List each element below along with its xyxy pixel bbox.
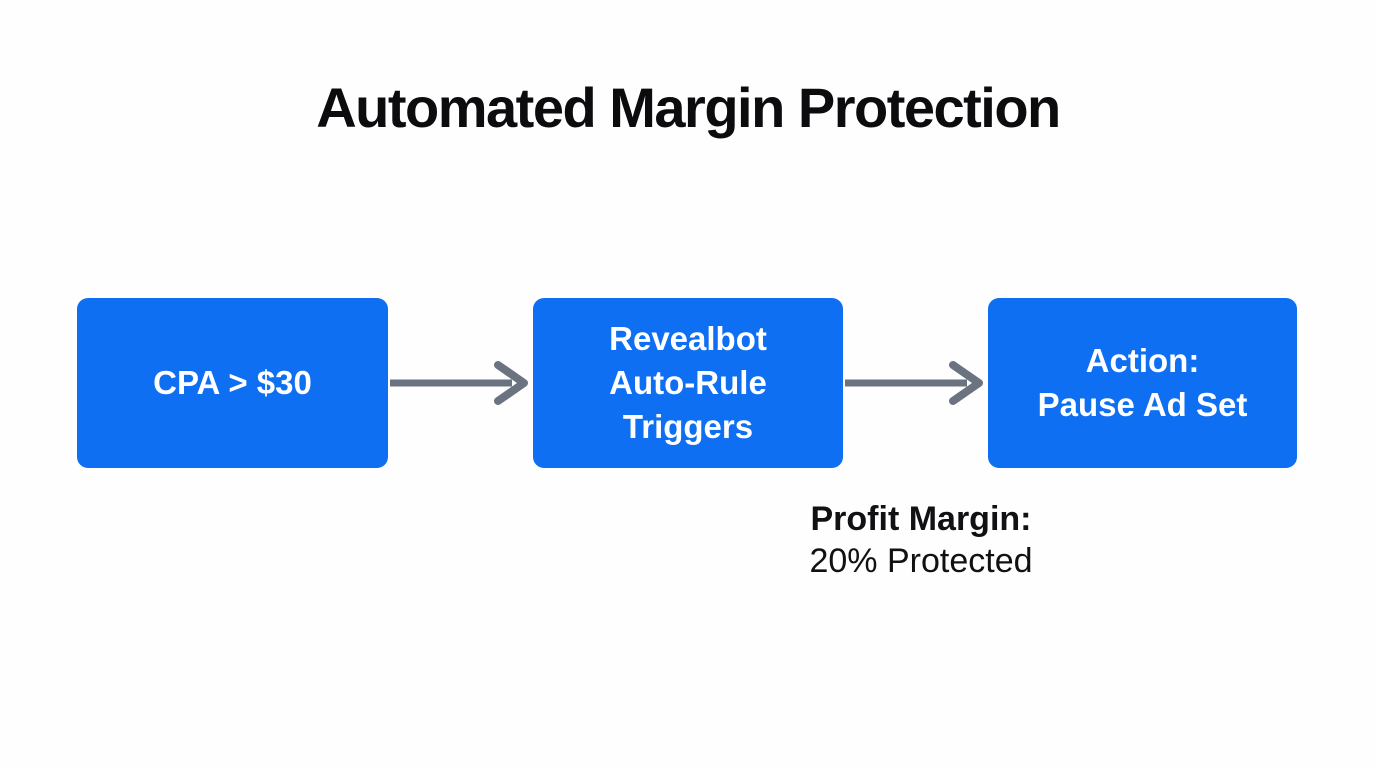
flow-node-pause-action: Action: Pause Ad Set [988, 298, 1297, 468]
flow-node-cpa-condition-label: CPA > $30 [153, 364, 312, 401]
flow-node-revealbot-trigger-label: Revealbot Auto-Rule Triggers [609, 320, 767, 445]
profit-margin-label: Profit Margin: [810, 500, 1032, 538]
flow-node-cpa-condition: CPA > $30 [77, 298, 388, 468]
flow-node-revealbot-trigger: Revealbot Auto-Rule Triggers [533, 298, 843, 468]
arrow-right-icon [390, 361, 528, 405]
flow-node-pause-action-label: Action: Pause Ad Set [1037, 342, 1248, 423]
profit-margin-annotation: Profit Margin: 20% Protected [746, 498, 1096, 582]
profit-margin-value: 20% Protected [809, 542, 1033, 580]
arrow-right-icon [845, 361, 983, 405]
diagram-title: Automated Margin Protection [316, 76, 1061, 139]
